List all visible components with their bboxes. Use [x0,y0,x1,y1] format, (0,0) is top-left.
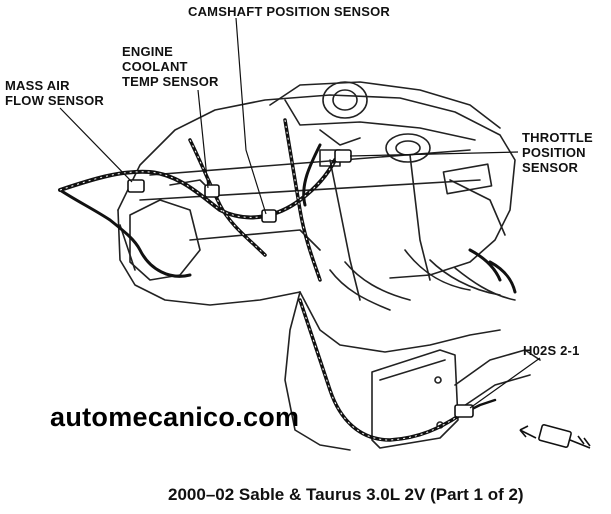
ect-connector [204,184,220,198]
leader-line-coolant [197,89,209,189]
h02s-label: H02S 2-1 [523,343,580,358]
engine-coolant-temp-sensor-label: ENGINE COOLANT TEMP SENSOR [122,44,219,89]
wiring-harness-main [58,158,337,220]
heat-shield [371,349,459,449]
o2-connector [454,404,474,418]
wiring-harness-coolant [188,138,267,257]
wiring-harness-maf [58,188,192,278]
maf-connector [127,179,145,193]
intake-plenum [269,81,501,195]
leader-line-maf [59,107,133,183]
exhaust-manifold [329,249,516,311]
mass-air-flow-sensor-label: MASS AIR FLOW SENSOR [5,78,104,108]
leader-line-tps [349,151,519,157]
exhaust-pipe [454,349,541,411]
wiring-harness-tps [302,143,322,207]
camshaft-position-sensor-label: CAMSHAFT POSITION SENSOR [188,4,390,19]
o2-sensor-inset [519,424,591,449]
tps-connector [334,149,352,163]
throttle-position-sensor-label: THROTTLE POSITION SENSOR [522,130,593,175]
leader-line-h02s [469,357,541,409]
spark-plug-wire [488,260,517,294]
figure-caption: 2000–02 Sable & Taurus 3.0L 2V (Part 1 o… [168,485,524,504]
cmp-connector [261,209,277,223]
leader-line-camshaft [235,17,267,215]
watermark-text: automecanico.com [50,402,300,432]
spark-plug-wire [468,248,502,282]
